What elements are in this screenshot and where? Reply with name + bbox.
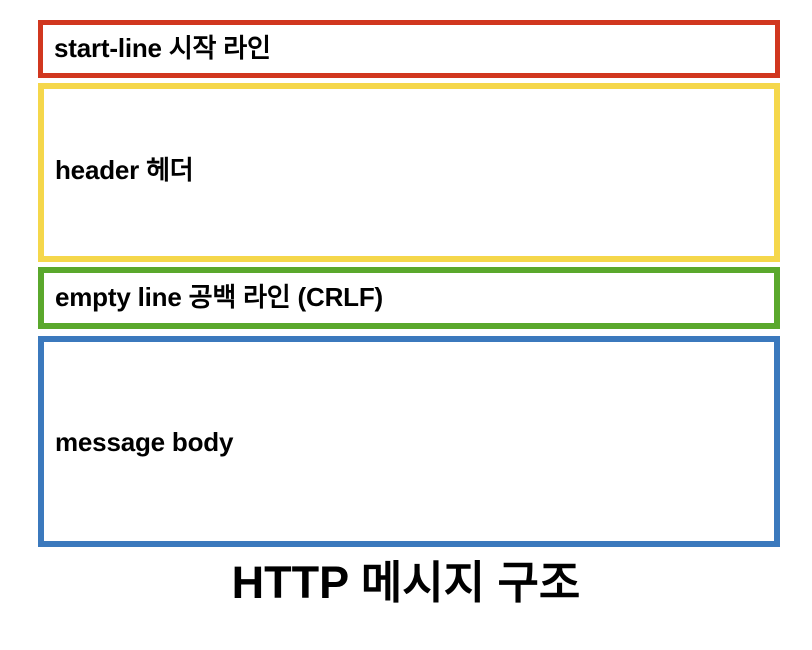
diagram-box-header: header 헤더 — [38, 83, 780, 262]
diagram-box-empty-line: empty line 공백 라인 (CRLF) — [38, 267, 780, 329]
message-body-label: message body — [55, 426, 234, 457]
diagram-caption: HTTP 메시지 구조 — [231, 557, 581, 608]
diagram-box-start-line: start-line 시작 라인 — [38, 20, 780, 78]
start-line-label: start-line 시작 라인 — [54, 33, 271, 64]
header-label: header 헤더 — [55, 154, 194, 185]
empty-line-label: empty line 공백 라인 (CRLF) — [55, 282, 383, 313]
diagram-box-message-body: message body — [38, 336, 780, 547]
